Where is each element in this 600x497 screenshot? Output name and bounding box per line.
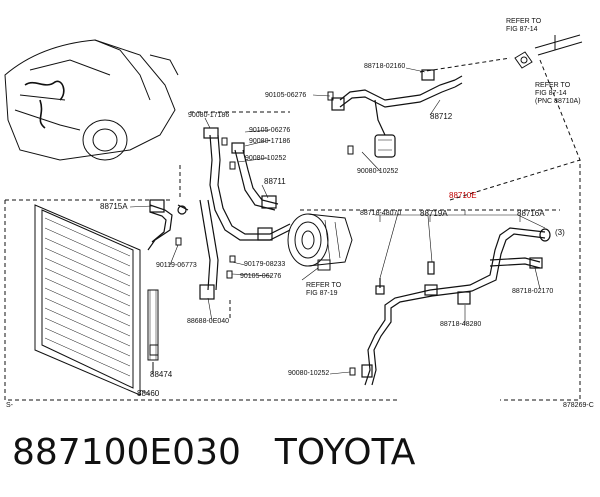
label-line: REFER TO [506, 18, 542, 25]
label-90105-06276-c: 90105-06276 [240, 273, 282, 280]
tube-88716A [361, 227, 551, 386]
label-90080-17186-b: 90080-17186 [249, 138, 291, 145]
label-88718-48070: 88718-48070 [360, 210, 402, 217]
label-90119-06773: 90119-06773 [156, 262, 197, 269]
label-90105-06276-top: 90105-06276 [265, 92, 307, 99]
parts-diagram [4, 34, 583, 401]
label-refer-fig-87-14a: REFER TO FIG 87-14 (PNC 88710A) [535, 82, 581, 106]
label-88688-0E040: 88688-0E040 [187, 318, 230, 325]
condenser-88460 [34, 204, 159, 396]
label-88718-02160: 88718-02160 [364, 63, 406, 70]
label-90080-10252-a: 90080-10252 [245, 155, 287, 162]
label-90080-10252-c: 90080-10252 [288, 370, 330, 377]
label-88719A: 88719A [420, 209, 448, 218]
label-circ3: (3) [555, 228, 565, 237]
label-88460: 88460 [137, 389, 160, 398]
label-fig-code: 878269-C [563, 402, 594, 409]
label-line: FIG 87-19 [306, 290, 338, 297]
label-88712: 88712 [430, 112, 453, 121]
label-88716A: 88716A [517, 209, 545, 218]
label-90105-06276-b: 90105-06276 [249, 127, 291, 134]
label-90179-08233: 90179-08233 [244, 261, 286, 268]
label-88710E: 88710E [449, 191, 477, 200]
leader-lines [129, 67, 546, 395]
label-line: FIG 87-14 [535, 90, 567, 97]
compressor [287, 213, 353, 271]
label-line: REFER TO [306, 282, 342, 289]
label-refer-fig-87-14: REFER TO FIG 87-14 [506, 18, 541, 34]
caption: 887100E030 TOYOTA [12, 432, 415, 473]
hose-88711 [199, 127, 291, 300]
fitting-top-right [514, 34, 583, 69]
label-90080-17186-a: 90080-17186 [188, 112, 230, 119]
label-88474: 88474 [150, 370, 173, 379]
label-88718-48280: 88718-48280 [440, 321, 482, 328]
hose-88715A [147, 199, 189, 251]
label-90080-10252-b: 90080-10252 [357, 168, 399, 175]
pipe-88712 [331, 69, 463, 158]
label-88718-02170: 88718-02170 [512, 288, 554, 295]
label-line: REFER TO [535, 82, 571, 89]
label-s-marker: S- [6, 402, 13, 409]
label-88715A: 88715A [100, 202, 128, 211]
label-refer-fig-87-19: REFER TO FIG 87-19 [306, 282, 341, 298]
vehicle-sketch [4, 39, 179, 161]
caption-part-number: 887100E030 [12, 432, 241, 473]
label-88711: 88711 [264, 177, 286, 186]
caption-brand: TOYOTA [274, 432, 416, 473]
label-line: FIG 87-14 [506, 26, 538, 33]
label-line: (PNC 88710A) [535, 98, 581, 105]
boundary-lines [4, 57, 581, 401]
